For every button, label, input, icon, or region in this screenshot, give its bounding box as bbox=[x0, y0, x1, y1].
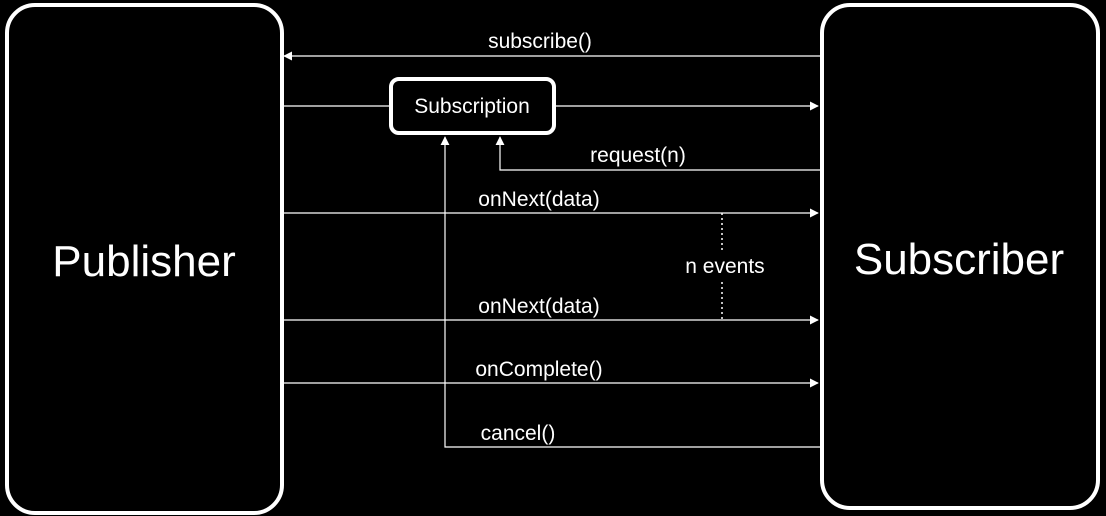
n-events-indicator: n events bbox=[685, 213, 765, 320]
cancel-arrow bbox=[440, 136, 822, 448]
publisher-label: Publisher bbox=[52, 237, 235, 286]
subscribe-message: subscribe() bbox=[283, 30, 822, 61]
publisher-node: Publisher bbox=[5, 3, 284, 515]
cancel-label: cancel() bbox=[481, 422, 556, 445]
subscription-label: Subscription bbox=[414, 95, 530, 118]
request-arrow bbox=[495, 136, 822, 171]
publisher-box bbox=[5, 3, 284, 515]
subscribe-label: subscribe() bbox=[488, 30, 592, 53]
subscription-node: Subscription bbox=[389, 77, 556, 135]
on-complete-label: onComplete() bbox=[475, 358, 602, 381]
on-next-message-1: onNext(data) bbox=[284, 188, 819, 218]
request-message: request(n) bbox=[495, 136, 822, 171]
on-complete-message: onComplete() bbox=[284, 358, 819, 388]
on-next-message-2: onNext(data) bbox=[284, 295, 819, 325]
cancel-message: cancel() bbox=[440, 136, 822, 448]
n-events-label: n events bbox=[685, 255, 764, 278]
subscriber-box bbox=[820, 3, 1100, 510]
request-label: request(n) bbox=[590, 144, 686, 167]
subscriber-node: Subscriber bbox=[820, 3, 1100, 510]
on-next-label-2: onNext(data) bbox=[478, 295, 599, 318]
subscriber-label: Subscriber bbox=[854, 235, 1064, 284]
on-next-label-1: onNext(data) bbox=[478, 188, 599, 211]
